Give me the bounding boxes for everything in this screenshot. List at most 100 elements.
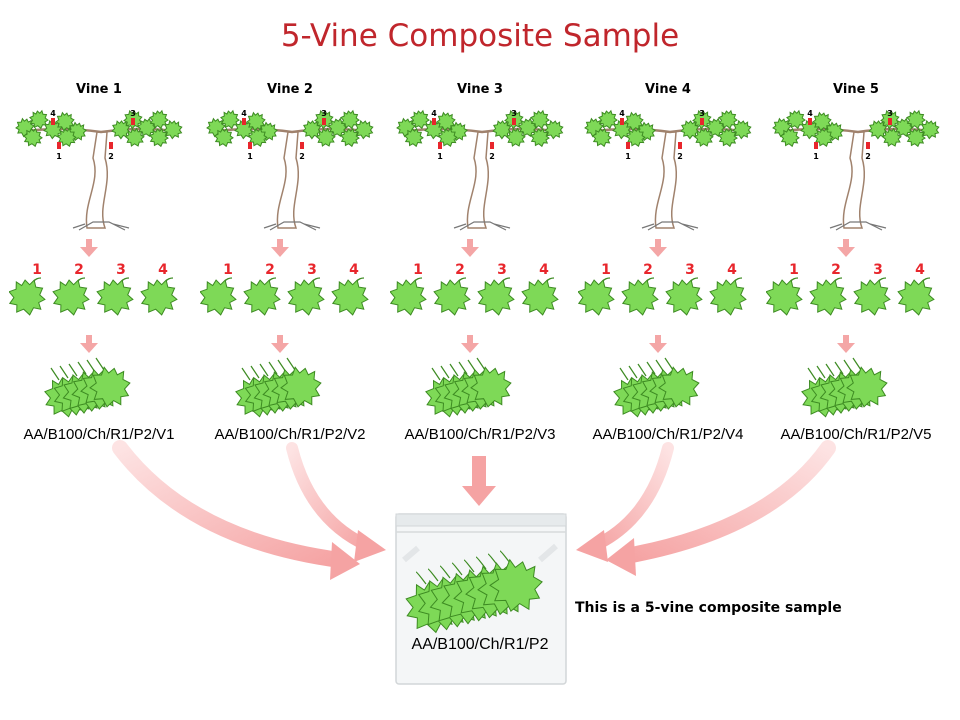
canopy-leaf (530, 109, 550, 130)
down-arrow (461, 239, 479, 257)
vine-roots (829, 221, 887, 231)
pile-leaf (470, 366, 512, 408)
canopy-leaf (625, 127, 646, 147)
leaf-number: 2 (74, 262, 84, 278)
leaf-stem (286, 357, 296, 371)
sample-leaf-4 (331, 279, 369, 316)
vine-sample-code: AA/B100/Ch/R1/P2/V3 (404, 426, 556, 443)
down-arrow (271, 239, 289, 257)
position-marker-label: 2 (108, 152, 114, 161)
position-marker-label: 1 (247, 152, 253, 161)
position-marker-1 (248, 142, 252, 149)
arrow-vine4-to-bag (588, 442, 674, 552)
canopy-leaf (718, 109, 738, 130)
down-arrow (461, 335, 479, 353)
down-arrow (837, 239, 855, 257)
sample-leaf-4 (521, 279, 559, 316)
canopy-leaf (124, 127, 145, 147)
canopy-leaf (56, 127, 77, 147)
sample-leaf-1 (200, 279, 237, 316)
arrow-vine5-head (606, 538, 636, 576)
leaf-number: 4 (349, 262, 359, 278)
canopy-leaf (213, 127, 234, 148)
position-marker-2 (490, 142, 494, 149)
pile-leaf (89, 366, 131, 408)
vine-sample-code: AA/B100/Ch/R1/P2/V4 (592, 426, 744, 443)
sample-leaf-2 (809, 279, 847, 316)
leaf-stem (816, 365, 826, 379)
leaf-stem (664, 357, 674, 371)
canopy-leaf (403, 127, 424, 148)
leaf-number: 3 (685, 262, 695, 278)
canopy-leaf (598, 109, 618, 130)
sample-leaf-4 (709, 279, 747, 316)
sample-leaf-4 (140, 279, 178, 316)
down-arrow (271, 335, 289, 353)
canopy-leaf (354, 119, 374, 140)
canopy-leaf (410, 109, 430, 130)
position-marker-label: 2 (865, 152, 871, 161)
canopy-leaf (718, 127, 738, 148)
leaf-stem (646, 361, 656, 375)
canopy-leaf (55, 111, 75, 132)
leaf-number: 2 (831, 262, 841, 278)
position-marker-4 (808, 118, 812, 125)
vine-sample-code: AA/B100/Ch/R1/P2/V1 (23, 426, 175, 443)
leaf-stem (852, 357, 862, 371)
leaf-stem (95, 357, 105, 371)
leaf-stem (458, 361, 468, 375)
arrow-vine2-head (354, 530, 386, 562)
canopy-leaf (149, 109, 169, 130)
leaf-number: 1 (789, 262, 799, 278)
down-arrow (649, 239, 667, 257)
composite-note: This is a 5-vine composite sample (575, 600, 842, 616)
leaf-stem (834, 361, 844, 375)
leaf-stem (415, 571, 427, 585)
sample-leaf-2 (621, 279, 659, 316)
position-marker-3 (700, 118, 704, 125)
position-marker-label: 3 (511, 109, 517, 118)
position-marker-label: 4 (807, 109, 813, 118)
down-arrow (80, 239, 98, 257)
arrow-vine3-head (462, 486, 496, 506)
position-marker-2 (678, 142, 682, 149)
sample-leaf-1 (578, 279, 615, 316)
arrow-vine5-to-bag (618, 440, 836, 564)
down-arrow (80, 335, 98, 353)
canopy-leaf (247, 127, 268, 147)
pile-leaf (280, 366, 322, 408)
leaf-stem (463, 559, 475, 573)
canopy-leaf (220, 109, 240, 130)
canopy-leaf (906, 127, 926, 148)
position-marker-4 (242, 118, 246, 125)
leaf-number: 1 (32, 262, 42, 278)
leaf-number: 2 (455, 262, 465, 278)
vine-label: Vine 5 (833, 82, 879, 97)
position-marker-1 (626, 142, 630, 149)
vine-trunk (654, 131, 678, 229)
down-arrow (837, 335, 855, 353)
canopy-leaf (29, 109, 49, 130)
canopy-leaf (906, 109, 926, 130)
canopy-leaf (544, 119, 564, 140)
sample-leaf-1 (9, 279, 46, 316)
canopy-leaf (779, 127, 800, 148)
leaf-stem (259, 363, 269, 377)
leaf-stem (619, 367, 629, 381)
leaf-number: 1 (223, 262, 233, 278)
vine-trunk (276, 131, 300, 229)
vine-trunk (466, 131, 490, 229)
vine-label: Vine 1 (76, 82, 122, 97)
sample-leaf-2 (433, 279, 471, 316)
leaf-stem (449, 363, 459, 377)
leaf-number: 3 (873, 262, 883, 278)
canopy-leaf (732, 119, 752, 140)
leaf-stem (68, 363, 78, 377)
